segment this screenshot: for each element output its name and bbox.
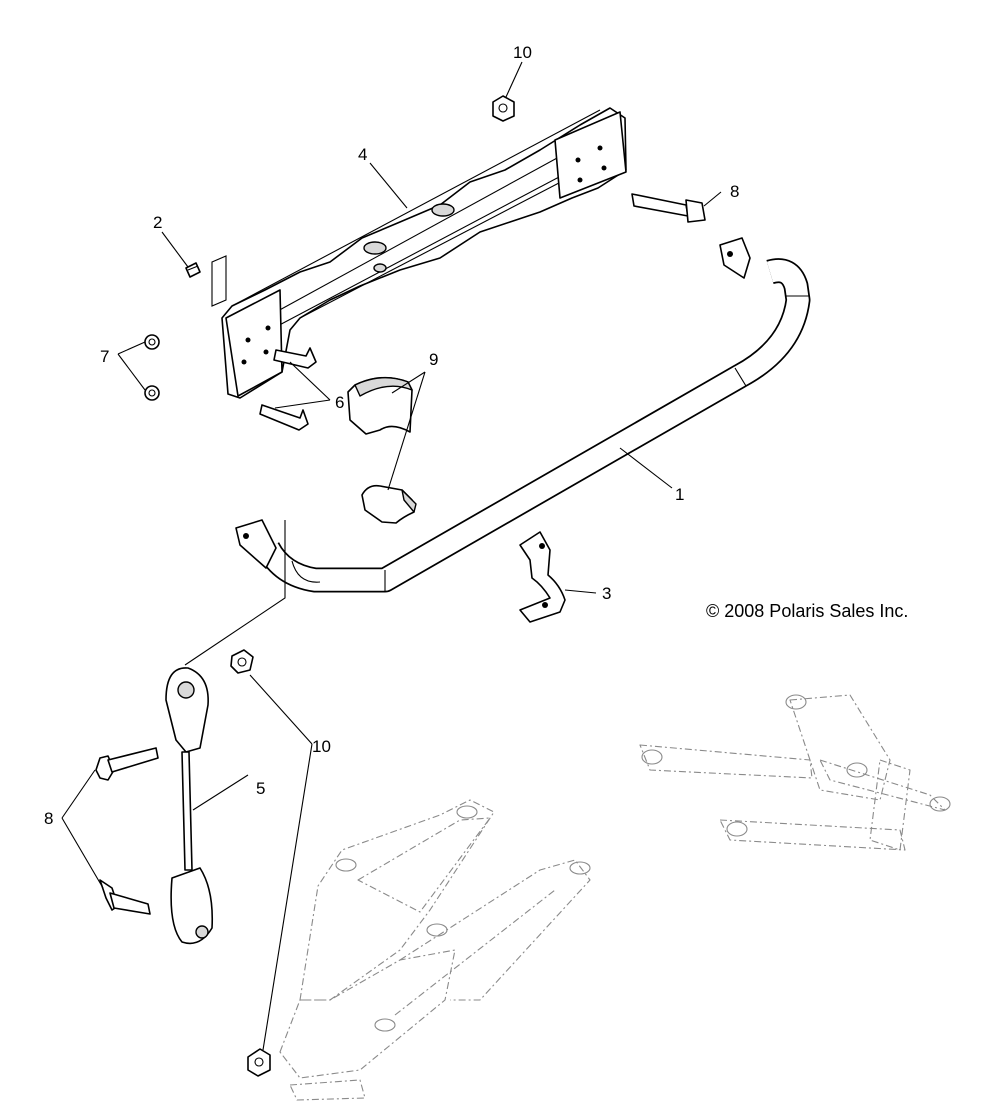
callout-7: 7 (100, 347, 109, 366)
flange-bolt-left-lower (99, 879, 151, 915)
bushing-lower (361, 484, 417, 524)
bar-clamp (519, 531, 566, 623)
rear-suspension-ghost-lower (279, 799, 591, 1101)
leader-lines (61, 61, 722, 1051)
callout-4: 4 (358, 145, 367, 164)
pin-upper (273, 347, 317, 369)
grease-fitting (185, 262, 201, 278)
crossmember-bracket (211, 107, 627, 399)
copyright-notice: © 2008 Polaris Sales Inc. (706, 601, 908, 621)
callout-10-top: 10 (513, 43, 532, 62)
callout-8-top: 8 (730, 182, 739, 201)
callout-3: 3 (602, 584, 611, 603)
nut-top (492, 95, 515, 122)
callout-1: 1 (675, 485, 684, 504)
bushing-upper (347, 376, 413, 435)
callout-5: 5 (256, 779, 265, 798)
flange-bolt-left-upper (95, 747, 159, 781)
pin-lower (259, 404, 309, 431)
nut-middle (230, 649, 254, 674)
flange-nut-upper (144, 334, 160, 350)
callout-9: 9 (429, 350, 438, 369)
callout-2: 2 (153, 213, 162, 232)
link-rod (165, 667, 214, 945)
stabilizer-bar (235, 237, 811, 593)
nut-bottom (247, 1048, 271, 1077)
flange-nut-lower (144, 385, 160, 401)
callout-8-left: 8 (44, 809, 53, 828)
flange-bolt-top (631, 193, 706, 223)
callout-6: 6 (335, 393, 344, 412)
rear-suspension-ghost-upper (639, 694, 951, 851)
callout-labels: 1 2 3 4 5 6 7 8 8 9 10 10 (44, 43, 739, 828)
callout-10-mid: 10 (312, 737, 331, 756)
